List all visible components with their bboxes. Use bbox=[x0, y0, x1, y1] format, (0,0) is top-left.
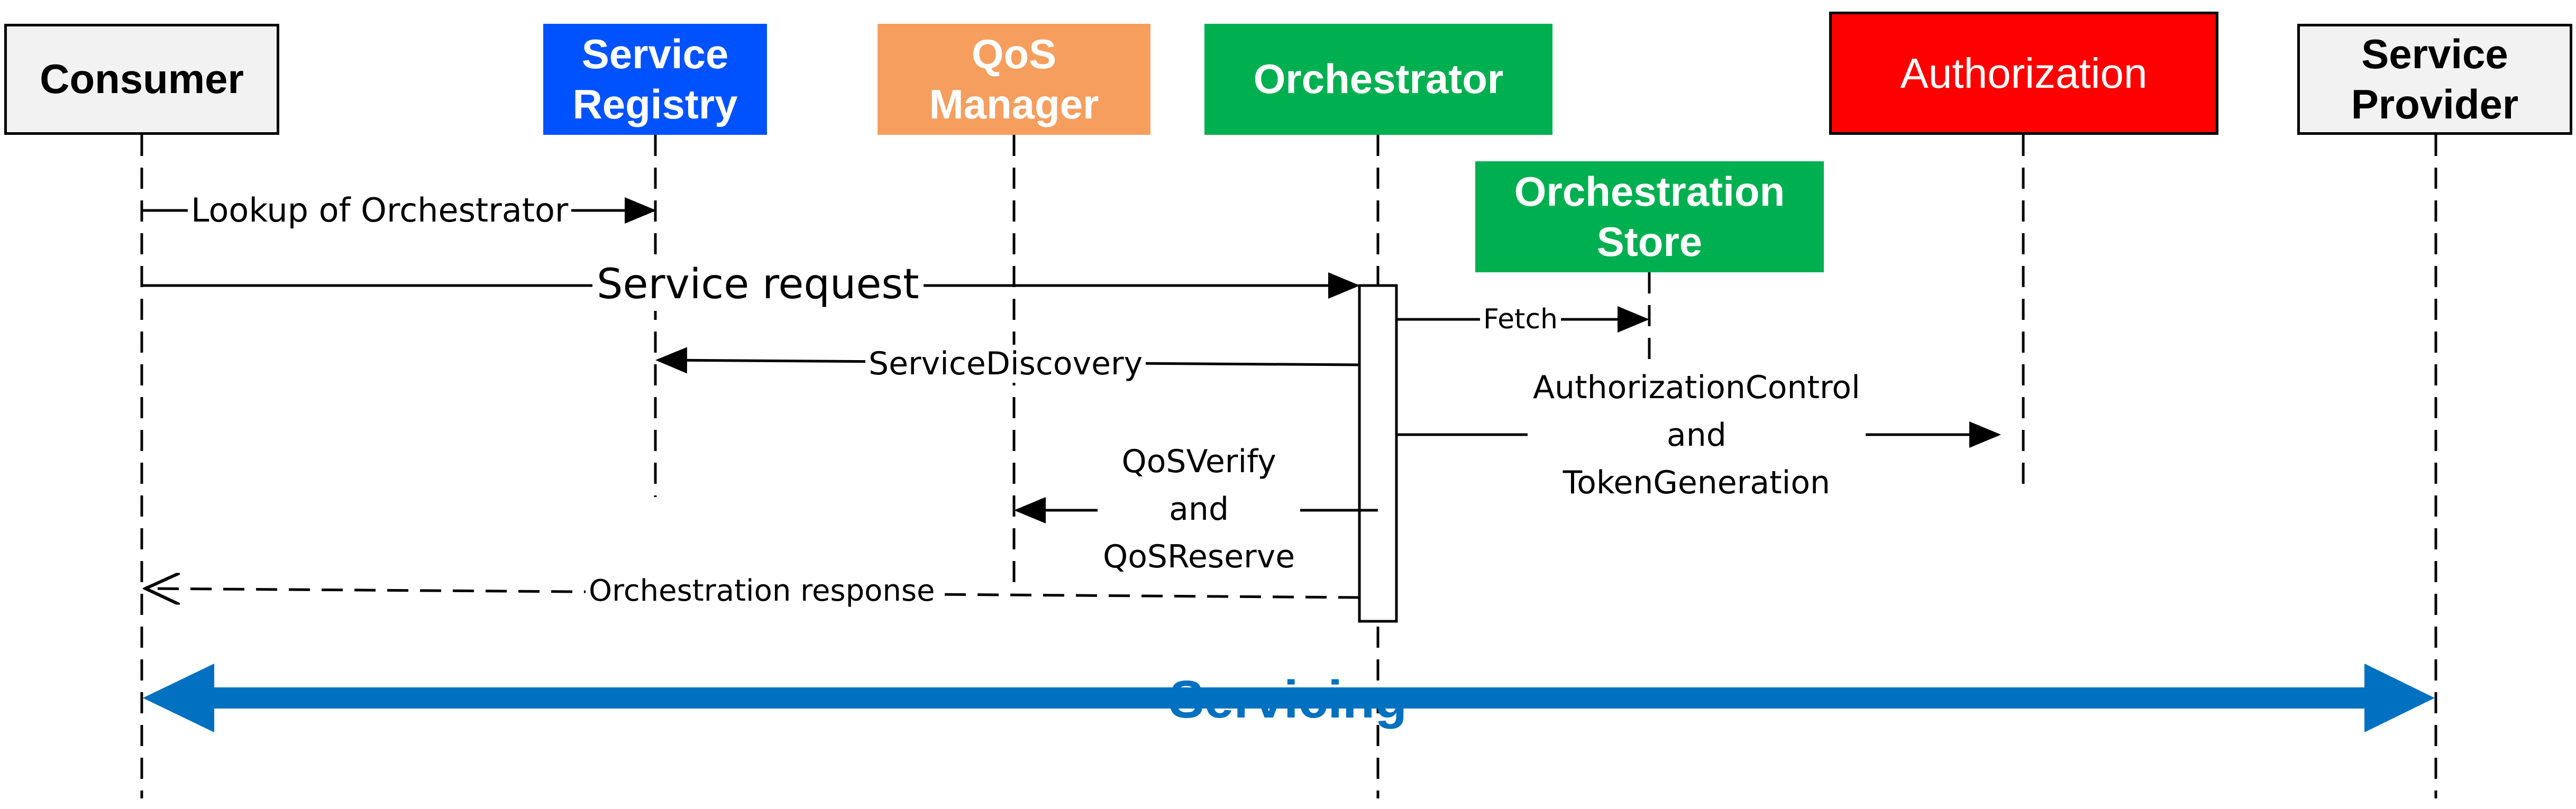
orchestration-response-arrow bbox=[145, 589, 1360, 597]
servicing-double-arrow bbox=[143, 664, 2435, 732]
orchestrator-activation-bar bbox=[1358, 284, 1398, 623]
service-discovery-arrow bbox=[655, 347, 1360, 374]
